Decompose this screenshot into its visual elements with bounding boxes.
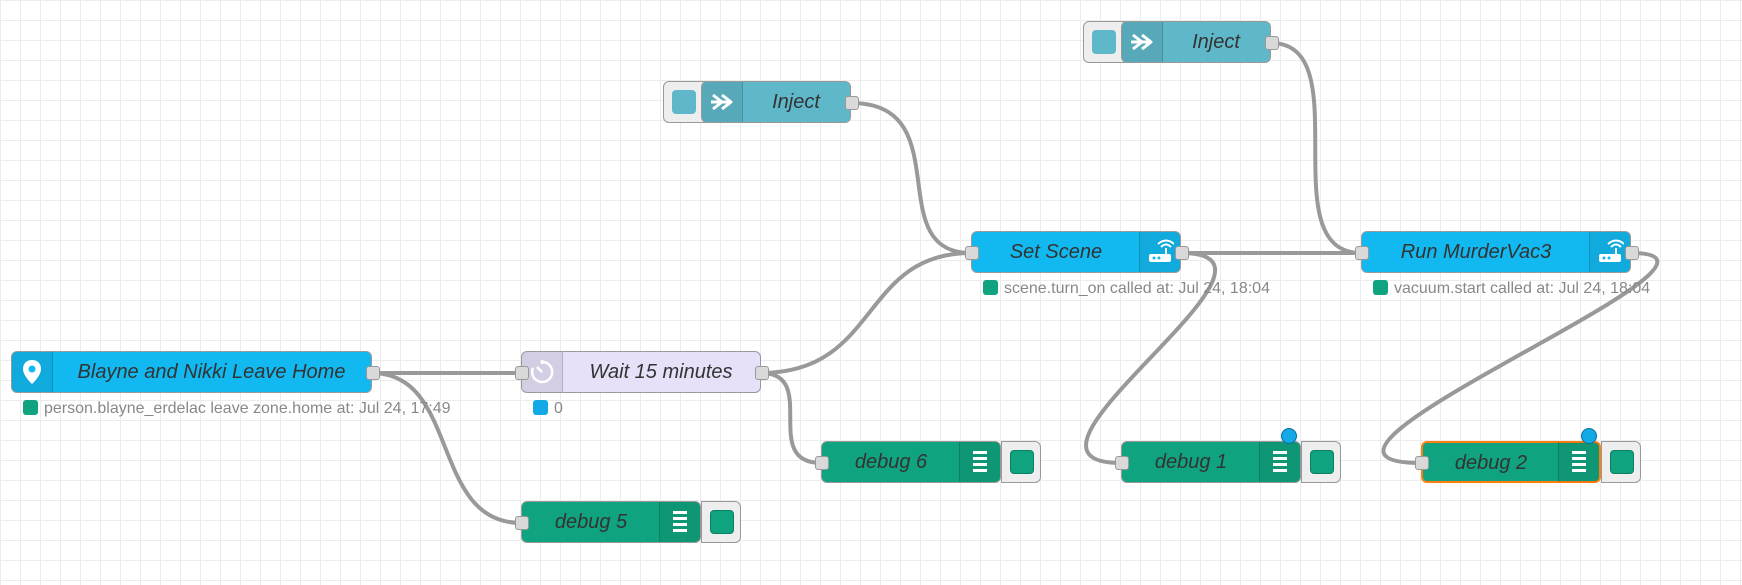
debug-6-node[interactable]: debug 6 — [821, 441, 1001, 483]
router-icon — [1139, 232, 1180, 272]
input-port[interactable] — [965, 246, 979, 260]
output-port[interactable] — [1265, 36, 1279, 50]
input-port[interactable] — [1115, 456, 1129, 470]
output-port[interactable] — [755, 366, 769, 380]
node-label: debug 6 — [854, 451, 928, 473]
arrow-right-icon — [702, 82, 743, 122]
debug-1-node[interactable]: debug 1 — [1121, 441, 1301, 483]
status-text: person.blayne_erdelac leave zone.home at… — [44, 400, 451, 417]
list-icon — [959, 442, 1000, 482]
debug-5-node[interactable]: debug 5 — [521, 501, 701, 543]
wire-inject-to-setscene[interactable] — [850, 101, 972, 255]
status-text: 0 — [554, 400, 563, 417]
node-label: Inject — [772, 91, 820, 113]
debug-toggle-button[interactable] — [1001, 441, 1041, 483]
wire-leave-to-debug5[interactable] — [371, 371, 522, 525]
node-label: debug 5 — [554, 511, 628, 533]
debug-toggle-button[interactable] — [1601, 441, 1641, 483]
set-scene-status: scene.turn_on called at: Jul 24, 18:04 — [983, 279, 1270, 299]
input-port[interactable] — [515, 366, 529, 380]
debug-2-node[interactable]: debug 2 — [1421, 441, 1601, 483]
node-label: Blayne and Nikki Leave Home — [77, 361, 346, 383]
map-pin-icon — [12, 352, 53, 392]
node-label: Set Scene — [1009, 241, 1103, 263]
leave-home-node[interactable]: Blayne and Nikki Leave Home — [11, 351, 372, 393]
output-port[interactable] — [1625, 246, 1639, 260]
wait-15-minutes-node[interactable]: Wait 15 minutes — [521, 351, 761, 393]
status-dot-icon — [533, 400, 548, 415]
toggle-square-icon — [1610, 450, 1634, 474]
status-dot-icon — [1373, 280, 1388, 295]
changed-indicator-icon — [1281, 428, 1297, 444]
set-scene-node[interactable]: Set Scene — [971, 231, 1181, 273]
leave-home-status: person.blayne_erdelac leave zone.home at… — [23, 399, 451, 419]
input-port[interactable] — [815, 456, 829, 470]
toggle-square-icon — [710, 510, 734, 534]
changed-indicator-icon — [1581, 428, 1597, 444]
status-dot-icon — [23, 400, 38, 415]
debug-toggle-button[interactable] — [701, 501, 741, 543]
arrow-right-icon — [1122, 22, 1163, 62]
toggle-square-icon — [1310, 450, 1334, 474]
output-port[interactable] — [845, 96, 859, 110]
output-port[interactable] — [1175, 246, 1189, 260]
node-label: Run MurderVac3 — [1400, 241, 1552, 263]
run-murdervac3-node[interactable]: Run MurderVac3 — [1361, 231, 1631, 273]
wire-wait-to-setscene[interactable] — [760, 251, 972, 375]
node-label: Wait 15 minutes — [589, 361, 733, 383]
node-label: debug 2 — [1454, 452, 1528, 474]
wait-status: 0 — [533, 399, 563, 419]
trigger-square-icon — [1092, 30, 1116, 54]
input-port[interactable] — [1355, 246, 1369, 260]
list-icon — [1558, 442, 1599, 482]
inject-node-top[interactable]: Inject — [1121, 21, 1271, 63]
status-text: vacuum.start called at: Jul 24, 18:04 — [1394, 280, 1651, 297]
toggle-square-icon — [1010, 450, 1034, 474]
wire-inject-to-runvac[interactable] — [1270, 41, 1362, 255]
node-label: debug 1 — [1154, 451, 1228, 473]
router-icon — [1589, 232, 1630, 272]
trigger-square-icon — [672, 90, 696, 114]
inject-node-mid[interactable]: Inject — [701, 81, 851, 123]
list-icon — [1259, 442, 1300, 482]
wire-wait-to-debug6[interactable] — [760, 371, 822, 465]
output-port[interactable] — [366, 366, 380, 380]
list-icon — [659, 502, 700, 542]
node-label: Inject — [1192, 31, 1240, 53]
run-murdervac3-status: vacuum.start called at: Jul 24, 18:04 — [1373, 279, 1650, 299]
status-dot-icon — [983, 280, 998, 295]
inject-trigger-button[interactable] — [663, 81, 707, 123]
input-port[interactable] — [515, 516, 529, 530]
debug-toggle-button[interactable] — [1301, 441, 1341, 483]
status-text: scene.turn_on called at: Jul 24, 18:04 — [1004, 280, 1270, 297]
input-port[interactable] — [1415, 456, 1429, 470]
